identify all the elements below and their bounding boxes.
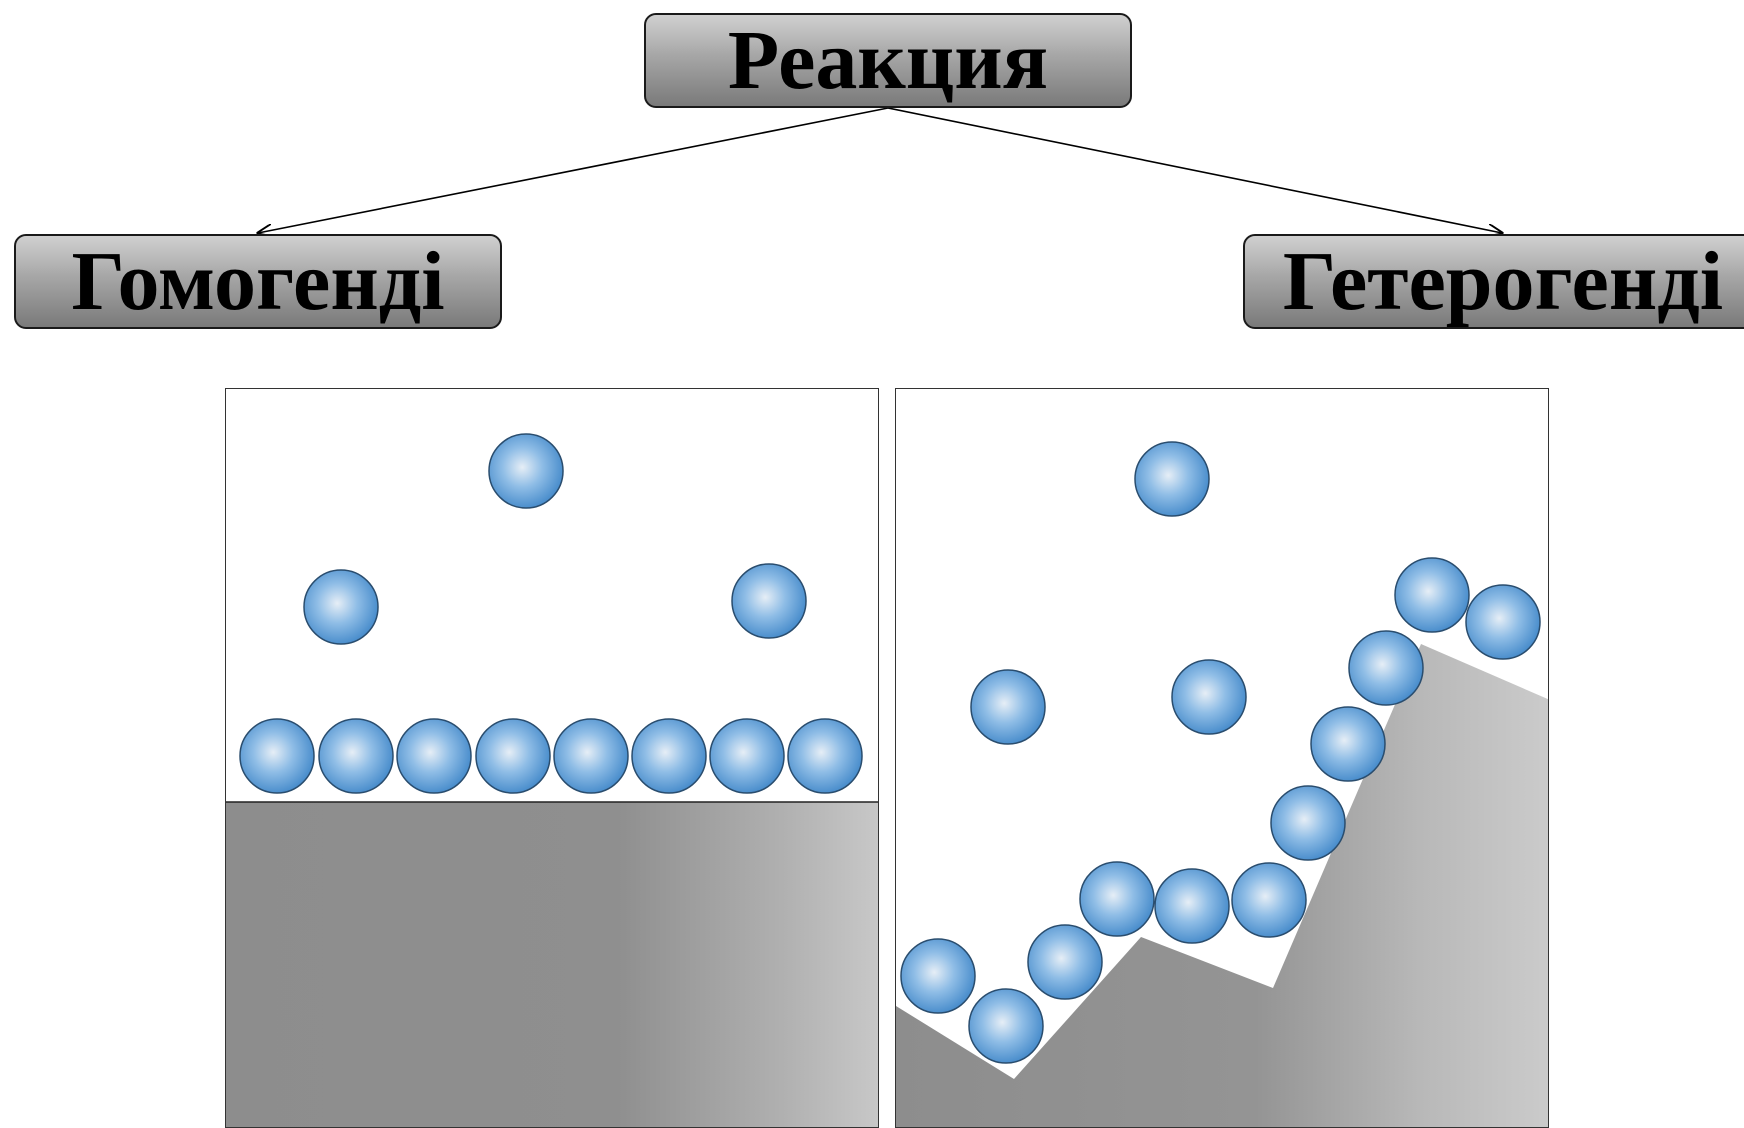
particle — [1310, 706, 1386, 782]
particle — [1027, 924, 1103, 1000]
particle — [1231, 862, 1307, 938]
particle — [731, 563, 807, 639]
rough-solid-surface — [896, 644, 1548, 1127]
homogeneous-label: Гомогенді — [71, 235, 445, 328]
homogeneous-illustration — [225, 388, 879, 1128]
particle — [1171, 659, 1247, 735]
particle — [900, 938, 976, 1014]
particle — [303, 569, 379, 645]
arrow-root-to-heterogeneous — [887, 107, 1502, 233]
particle — [787, 718, 863, 794]
heterogeneous-label: Гетерогенді — [1282, 235, 1724, 328]
particle — [1134, 441, 1210, 517]
solid-surface — [226, 802, 878, 1127]
particle — [631, 718, 707, 794]
particle — [1394, 557, 1470, 633]
particle — [318, 718, 394, 794]
particle — [1348, 630, 1424, 706]
particle — [396, 718, 472, 794]
homogeneous-node: Гомогенді — [14, 234, 502, 329]
particle — [239, 718, 315, 794]
arrow-root-to-homogeneous — [258, 107, 889, 233]
particle — [488, 433, 564, 509]
reaction-label: Реакция — [727, 14, 1049, 107]
particle — [1270, 785, 1346, 861]
particles — [900, 441, 1541, 1064]
particle — [475, 718, 551, 794]
heterogeneous-scene — [896, 441, 1548, 1127]
particle — [553, 718, 629, 794]
particles — [239, 433, 863, 794]
heterogeneous-node: Гетерогенді — [1243, 234, 1744, 329]
particle — [1465, 584, 1541, 660]
particle — [968, 988, 1044, 1064]
reaction-node: Реакция — [644, 13, 1132, 108]
homogeneous-scene — [226, 433, 878, 1127]
particle — [1154, 868, 1230, 944]
heterogeneous-illustration — [895, 388, 1549, 1128]
particle — [1079, 861, 1155, 937]
particle — [709, 718, 785, 794]
particle — [970, 669, 1046, 745]
